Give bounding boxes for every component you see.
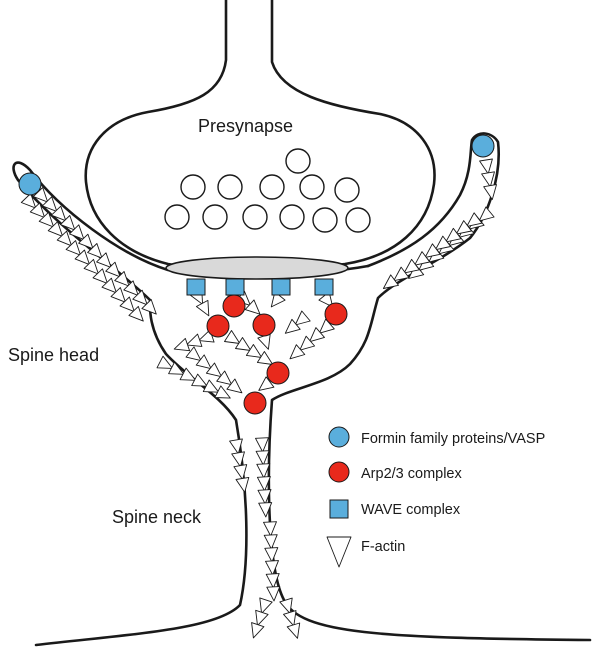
f-actin-subunit (256, 610, 268, 625)
f-actin-subunit (196, 300, 208, 315)
f-actin-subunit (265, 548, 278, 562)
vesicle (165, 205, 189, 229)
vesicle (218, 175, 242, 199)
f-actin-subunit (264, 522, 277, 536)
formin-vasp-left (19, 173, 41, 195)
vesicle (300, 175, 324, 199)
wave-complex (187, 279, 205, 295)
f-actin-subunit (256, 438, 269, 452)
f-actin-subunit (280, 598, 292, 613)
legend-wave-label: WAVE complex (361, 502, 461, 518)
postsynaptic-density (166, 257, 348, 279)
f-actin-subunit (482, 172, 495, 187)
arp23-complex (223, 295, 245, 317)
wave-complex (226, 279, 244, 295)
wave-complex (315, 279, 333, 295)
vesicle (260, 175, 284, 199)
vesicle (335, 178, 359, 202)
f-actin-subunit (284, 611, 297, 626)
f-actin-subunit (236, 477, 249, 492)
spine-neck-label: Spine neck (112, 507, 202, 527)
f-actin-subunit (256, 451, 269, 465)
f-actin-subunit (287, 623, 300, 638)
wave-complex (272, 279, 290, 295)
f-actin-subunit (252, 623, 264, 638)
vesicle (286, 149, 310, 173)
arp23-complex (267, 362, 289, 384)
vesicle (313, 208, 337, 232)
arp23-complex (325, 303, 347, 325)
legend-factin-label: F-actin (361, 539, 405, 555)
formin-vasp-right (472, 135, 494, 157)
f-actin-subunit (264, 535, 277, 549)
vesicle (346, 208, 370, 232)
f-actin-subunit (480, 159, 493, 174)
f-actin-subunit (260, 598, 272, 613)
vesicle (203, 205, 227, 229)
presynapse-label: Presynapse (198, 116, 293, 136)
spine-outline-right (269, 133, 590, 640)
vesicle (243, 205, 267, 229)
f-actin-subunit (187, 334, 202, 346)
legend-formin-label: Formin family proteins/VASP (361, 431, 545, 447)
legend-arp-label: Arp2/3 complex (361, 466, 462, 482)
vesicle (280, 205, 304, 229)
f-actin-subunit (174, 338, 189, 350)
legend-formin-icon (329, 427, 349, 447)
wave-complexes (187, 279, 333, 295)
arp23-complex (244, 392, 266, 414)
f-actin-subunit (267, 587, 280, 601)
synaptic-vesicles (165, 149, 370, 232)
legend-wave-icon (330, 500, 348, 518)
f-actin-subunit (295, 311, 310, 325)
arp23-complex (253, 314, 275, 336)
f-actin-subunit (257, 352, 272, 365)
spine-head-label: Spine head (8, 345, 99, 365)
f-actin-subunit (203, 380, 218, 392)
vesicle (181, 175, 205, 199)
f-actin-subunit (479, 207, 494, 221)
legend-factin-icon (327, 537, 351, 567)
legend-arp-icon (329, 462, 349, 482)
f-actin-subunit (236, 338, 251, 351)
legend: Formin family proteins/VASP Arp2/3 compl… (327, 427, 545, 567)
arp23-complex (207, 315, 229, 337)
